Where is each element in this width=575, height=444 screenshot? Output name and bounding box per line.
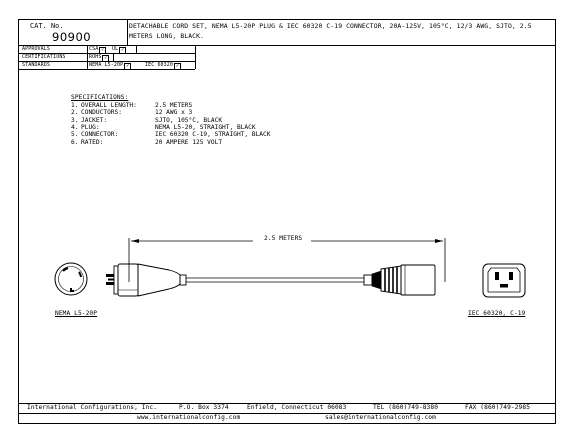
spec-number: 6. — [71, 138, 79, 146]
footer-company: International Configurations, Inc. — [27, 404, 158, 411]
spec-label: PLUG: — [81, 123, 100, 131]
spec-value: 20 AMPERE 125 VOLT — [155, 138, 223, 146]
approvals-label: APPROVALS — [22, 46, 50, 52]
footer-po-box: P.O. Box 3374 — [179, 404, 229, 411]
iec-c19-face-icon — [482, 263, 526, 298]
standard-iec: IEC 60320✓ — [145, 63, 181, 70]
approval-csa-text: CSA — [89, 46, 99, 52]
dimension-label: 2.5 METERS — [264, 235, 303, 242]
footer-address: Enfield, Connecticut 06083 — [247, 404, 347, 411]
standards-label: STANDARDS — [22, 62, 50, 68]
spec-label: CONDUCTORS: — [81, 109, 122, 117]
spec-number: 2. — [71, 109, 79, 117]
spec-number: 1. — [71, 102, 79, 109]
certification-rohs-text: ROHS — [89, 54, 102, 60]
spec-label: RATED: — [81, 138, 104, 146]
checkbox-checked-icon: ✓ — [124, 63, 132, 70]
spec-number: 3. — [71, 116, 79, 124]
plug-label: NEMA L5-20P — [55, 310, 98, 317]
certification-rohs: ROHS✓ — [89, 54, 110, 62]
header-divider — [127, 20, 128, 45]
nema-plug-body-icon — [106, 263, 187, 297]
spec-number: 4. — [71, 123, 79, 131]
table-approvals-edge — [136, 45, 137, 53]
table-rule-1 — [19, 53, 195, 54]
connector-label: IEC 60320, C-19 — [468, 310, 526, 317]
footer-website: www.internationalconfig.com — [137, 414, 241, 421]
spec-label: CONNECTOR: — [81, 131, 119, 139]
table-rule-3 — [19, 69, 195, 70]
spec-label: OVERALL LENGTH: — [81, 102, 137, 109]
approval-ul: UL✓ — [112, 46, 127, 54]
dimension-arrow-left — [131, 239, 139, 243]
spec-value: SJTO, 105°C, BLACK — [155, 116, 223, 124]
table-right-edge — [195, 45, 196, 69]
standard-nema: NEMA L5-20P✓ — [89, 62, 132, 70]
footer-fax: FAX (860)749-2985 — [465, 404, 531, 411]
standard-iec-text: IEC 60320 — [145, 62, 173, 68]
table-col-divider — [87, 45, 88, 69]
checkbox-checked-icon: ✓ — [119, 47, 127, 54]
cord-drawing — [54, 238, 526, 298]
specifications-heading: SPECIFICATIONS: — [71, 94, 129, 101]
footer-top-rule — [19, 403, 555, 404]
footer-tel: TEL (860)749-8380 — [373, 404, 439, 411]
approval-ul-text: UL — [112, 46, 119, 52]
spec-number: 5. — [71, 131, 79, 139]
spec-value: NEMA L5-20, STRAIGHT, BLACK — [155, 123, 256, 131]
nema-l5-20-face-icon — [54, 262, 88, 296]
spec-sheet: CAT. No. 90900 DETACHABLE CORD SET, NEMA… — [18, 19, 556, 424]
footer-middle-rule — [19, 413, 555, 414]
standard-nema-text: NEMA L5-20P — [89, 62, 124, 68]
checkbox-checked-icon: ✓ — [102, 55, 110, 62]
header-bottom-rule — [19, 45, 555, 46]
cat-no-label: CAT. No. — [30, 22, 64, 30]
dimension-arrow-right — [435, 239, 443, 243]
spec-label: JACKET: — [81, 116, 108, 124]
spec-value: 12 AWG x 3 — [155, 109, 193, 117]
spec-value: IEC 60320 C-19, STRAIGHT, BLACK — [155, 131, 271, 139]
approval-csa: CSA✓ — [89, 46, 107, 54]
cat-no-value: 90900 — [52, 30, 92, 44]
product-title: DETACHABLE CORD SET, NEMA L5-20P PLUG & … — [129, 22, 532, 40]
checkbox-checked-icon: ✓ — [174, 63, 181, 70]
spec-value: 2.5 METERS — [155, 102, 193, 109]
footer-email: sales@internationalconfig.com — [325, 414, 436, 421]
table-rohs-edge — [113, 53, 114, 61]
certifications-label: CERTIFICATIONS — [22, 54, 66, 60]
iec-connector-body-icon — [363, 264, 436, 296]
checkbox-checked-icon: ✓ — [99, 47, 107, 54]
